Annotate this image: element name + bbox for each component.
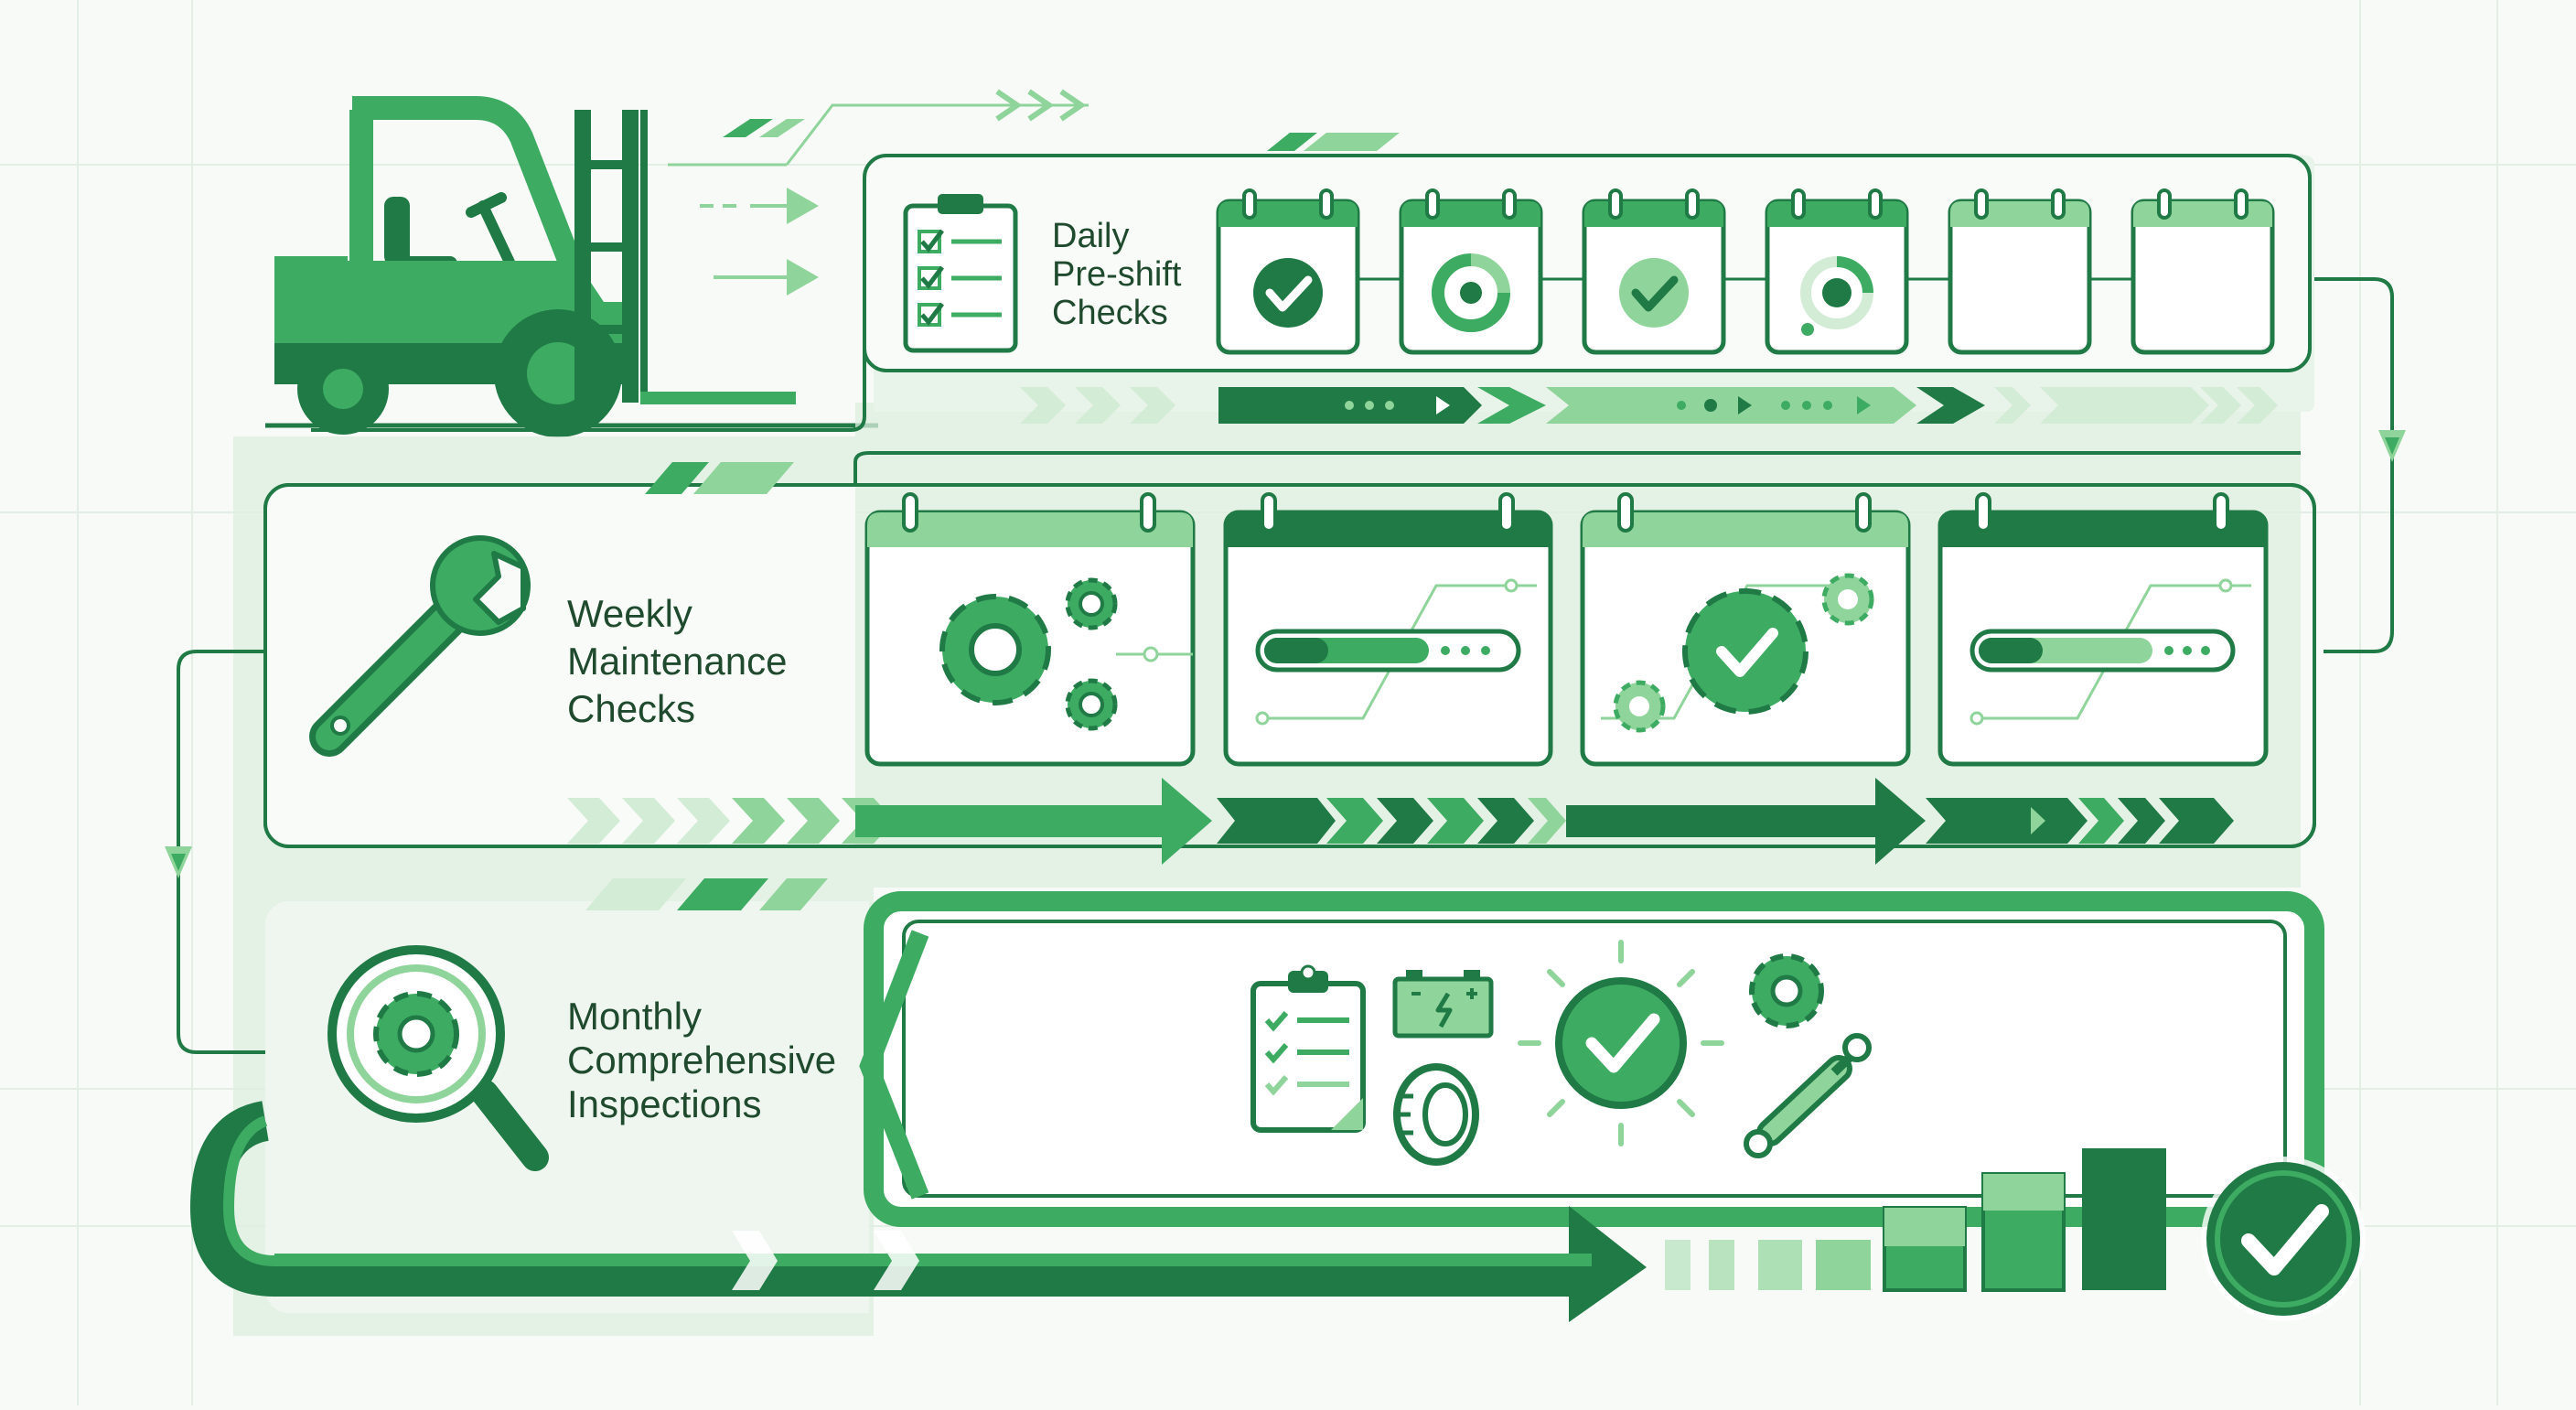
monthly-title-line3: Inspections [567, 1082, 761, 1125]
weekly-title-line3: Checks [567, 687, 695, 730]
hydraulic-cylinder-icon [1744, 1033, 1872, 1158]
small-gear-icon [1065, 577, 1118, 630]
monthly-row: Monthly Comprehensive Inspections [189, 878, 2366, 1322]
weekly-progress-strip [567, 778, 2234, 865]
small-gear-icon-4 [1613, 680, 1666, 733]
gear-icon [1749, 953, 1824, 1028]
monthly-slashes [585, 878, 828, 910]
connector-daily-to-weekly [853, 277, 2406, 653]
weekly-panel-gear-check [1580, 492, 1911, 767]
weekly-title-line2: Maintenance [567, 640, 788, 683]
daily-calendar-2 [1399, 188, 1543, 355]
weekly-panel-progress-2 [1937, 492, 2269, 767]
monthly-title-line2: Comprehensive [567, 1039, 836, 1082]
motion-arrows [668, 89, 1400, 296]
weekly-panel-gears [864, 492, 1196, 767]
tire-icon [1393, 1063, 1479, 1166]
small-gear-icon-3 [1821, 573, 1874, 626]
daily-title-line3: Checks [1052, 294, 1168, 332]
daily-row: Daily Pre-shift Checks [311, 154, 2314, 432]
monthly-title-line1: Monthly [567, 995, 702, 1038]
inspection-magnifier-icon [327, 945, 549, 1171]
daily-calendar-5 [1948, 188, 2092, 355]
weekly-slashes [645, 462, 794, 494]
daily-calendar-1 [1216, 188, 1360, 355]
daily-clipboard-icon [903, 194, 1018, 353]
daily-calendar-3 [1582, 188, 1726, 355]
final-approved-check-icon [2201, 1157, 2366, 1321]
daily-title-line2: Pre-shift [1052, 255, 1182, 294]
daily-progress-strip [1020, 387, 2278, 424]
weekly-row: Weekly Maintenance Checks [263, 462, 2316, 865]
daily-title-line1: Daily [1052, 217, 1129, 255]
large-gear-icon [939, 594, 1051, 705]
gear-check-icon [1682, 588, 1809, 715]
wrench-icon [309, 535, 531, 757]
clipboard-icon [1250, 964, 1366, 1133]
small-gear-icon-2 [1065, 678, 1118, 731]
forklift-icon [265, 96, 878, 437]
battery-icon [1392, 970, 1494, 1039]
completion-bars [1665, 1148, 2166, 1292]
approved-check-icon [1518, 940, 1724, 1146]
daily-calendar-6 [2131, 188, 2275, 355]
monthly-flow-arrow [189, 1101, 1647, 1322]
daily-calendar-4 [1765, 188, 1909, 355]
weekly-panel-progress-1 [1223, 492, 1553, 767]
connector-weekly-to-monthly [165, 650, 265, 1054]
weekly-title-line1: Weekly [567, 592, 692, 635]
